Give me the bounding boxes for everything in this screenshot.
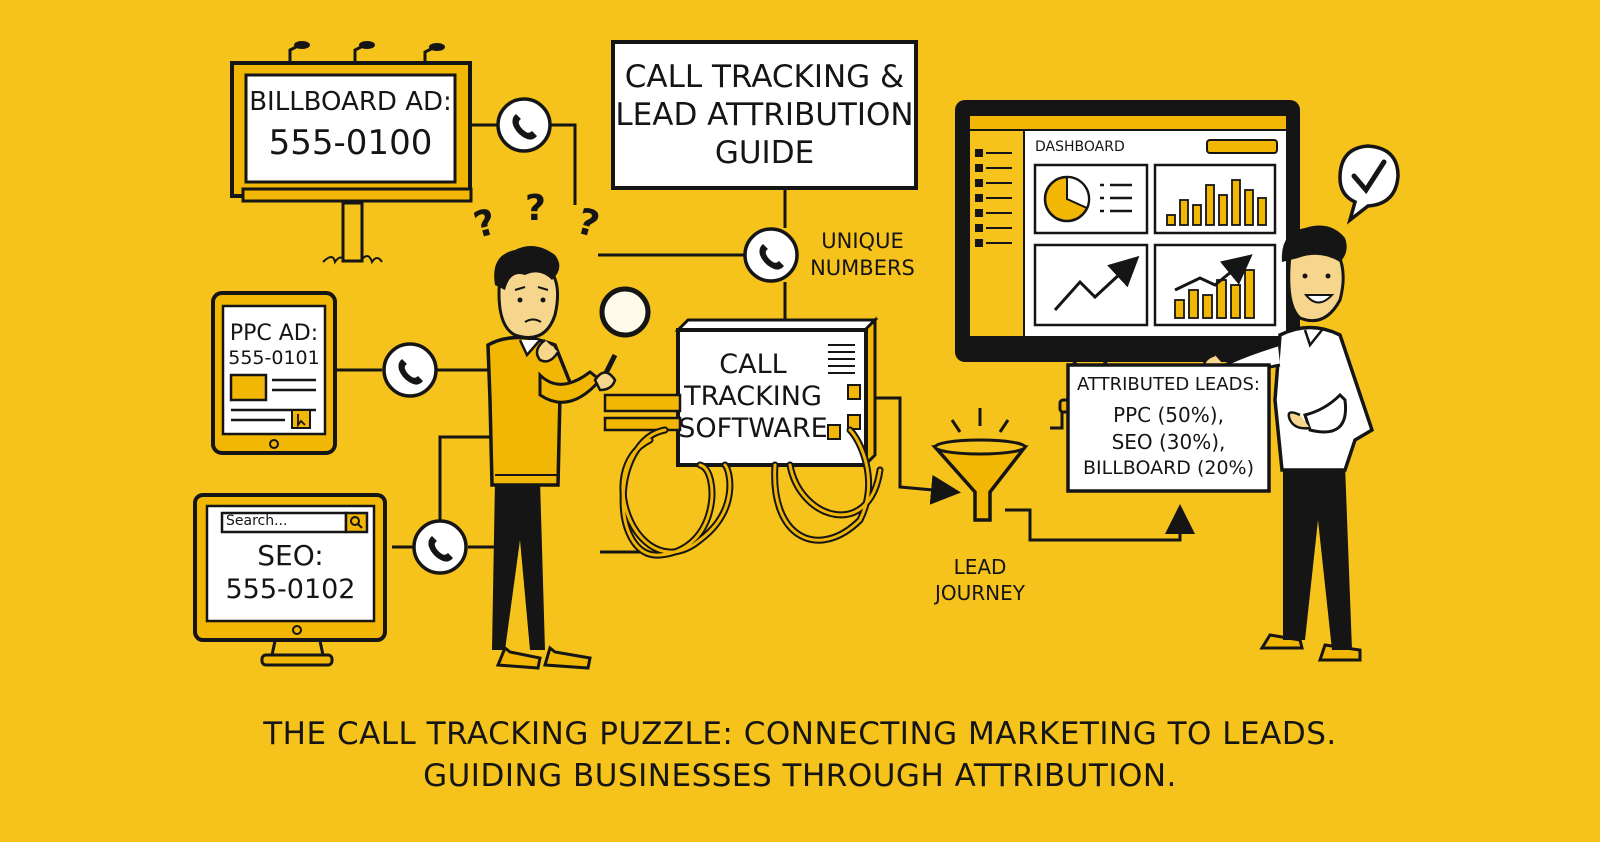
ppc-number: 555-0101 bbox=[228, 347, 320, 369]
lead-journey-line-1: LEAD bbox=[953, 555, 1007, 579]
attributed-item-seo: SEO (30%), bbox=[1111, 430, 1226, 454]
connector-funnel-board bbox=[1005, 504, 1195, 542]
billboard-number: 555-0100 bbox=[268, 123, 433, 163]
monitor-seo bbox=[193, 493, 387, 667]
search-icon bbox=[350, 516, 360, 526]
software-line-3: SOFTWARE bbox=[678, 413, 828, 444]
attributed-item-ppc: PPC (50%), bbox=[1113, 403, 1224, 427]
dashboard-monitor bbox=[955, 100, 1300, 414]
seo-label: SEO: bbox=[257, 539, 324, 572]
phone-icon bbox=[743, 227, 799, 283]
magnifier-icon bbox=[599, 286, 651, 338]
svg-text:?: ? bbox=[525, 188, 546, 229]
software-line-2: TRACKING bbox=[684, 381, 822, 412]
happy-person bbox=[1202, 144, 1400, 662]
confused-person: ? ? ? bbox=[470, 188, 651, 670]
phone-icon bbox=[382, 342, 438, 398]
title-box bbox=[611, 40, 918, 190]
billboard-label: BILLBOARD AD: bbox=[249, 87, 452, 117]
attributed-leads-board bbox=[1066, 363, 1271, 493]
billboard bbox=[230, 41, 473, 265]
checkmark-icon bbox=[1351, 159, 1387, 195]
ppc-label: PPC AD: bbox=[229, 321, 319, 346]
attributed-item-billboard: BILLBOARD (20%) bbox=[1082, 457, 1255, 479]
phone-icon bbox=[412, 519, 468, 575]
software-line-1: CALL bbox=[719, 349, 787, 380]
caption-line-1: THE CALL TRACKING PUZZLE: CONNECTING MAR… bbox=[263, 716, 1337, 752]
funnel-icon bbox=[931, 408, 1029, 522]
connector-lines bbox=[335, 123, 1195, 554]
attributed-heading: ATTRIBUTED LEADS: bbox=[1077, 374, 1260, 395]
software-box bbox=[603, 316, 879, 469]
connector-software-funnel bbox=[867, 396, 961, 505]
svg-text:?: ? bbox=[573, 201, 604, 246]
phone-icon bbox=[496, 97, 552, 153]
search-input: Search... bbox=[226, 513, 288, 529]
dashboard-title: DASHBOARD bbox=[1035, 139, 1125, 155]
dashboard-sidebar bbox=[975, 149, 1012, 247]
unique-numbers-line-1: UNIQUE bbox=[821, 229, 904, 253]
connector-seo bbox=[392, 435, 498, 549]
lead-journey-line-2: JOURNEY bbox=[935, 581, 1025, 605]
title-line-1: CALL TRACKING & bbox=[624, 59, 905, 95]
tablet-ppc bbox=[211, 291, 337, 455]
seo-number: 555-0102 bbox=[225, 574, 356, 605]
question-marks-icon: ? ? ? bbox=[470, 188, 604, 247]
unique-numbers-line-2: NUMBERS bbox=[810, 256, 915, 280]
title-line-2: LEAD ATTRIBUTION bbox=[615, 97, 914, 133]
svg-text:?: ? bbox=[470, 202, 501, 247]
title-line-3: GUIDE bbox=[714, 135, 815, 171]
caption-line-2: GUIDING BUSINESSES THROUGH ATTRIBUTION. bbox=[423, 758, 1177, 794]
phone-badges bbox=[382, 97, 799, 575]
